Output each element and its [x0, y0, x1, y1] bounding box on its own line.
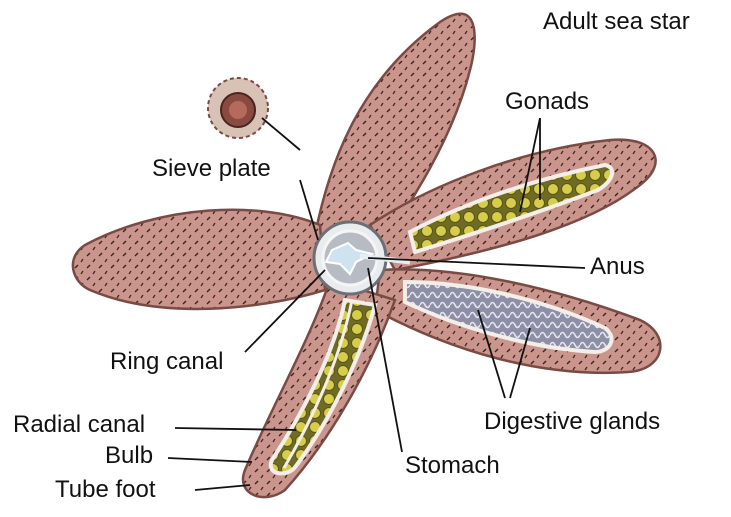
label-tube-foot: Tube foot	[55, 478, 156, 502]
leader-tube-foot	[195, 485, 250, 490]
label-ring-canal: Ring canal	[110, 350, 223, 374]
label-digestive-glands: Digestive glands	[484, 410, 660, 434]
label-radial-canal: Radial canal	[13, 413, 145, 437]
sieve-plate-inset	[208, 78, 268, 138]
arm-left	[73, 210, 325, 309]
label-sieve-plate: Sieve plate	[152, 157, 271, 181]
diagram-title: Adult sea star	[543, 10, 690, 34]
leader-sieve-plate-inset	[262, 118, 300, 150]
leader-bulb	[168, 458, 252, 462]
label-bulb: Bulb	[105, 444, 153, 468]
label-anus: Anus	[590, 255, 645, 279]
label-stomach: Stomach	[405, 454, 500, 478]
label-gonads: Gonads	[505, 90, 589, 114]
